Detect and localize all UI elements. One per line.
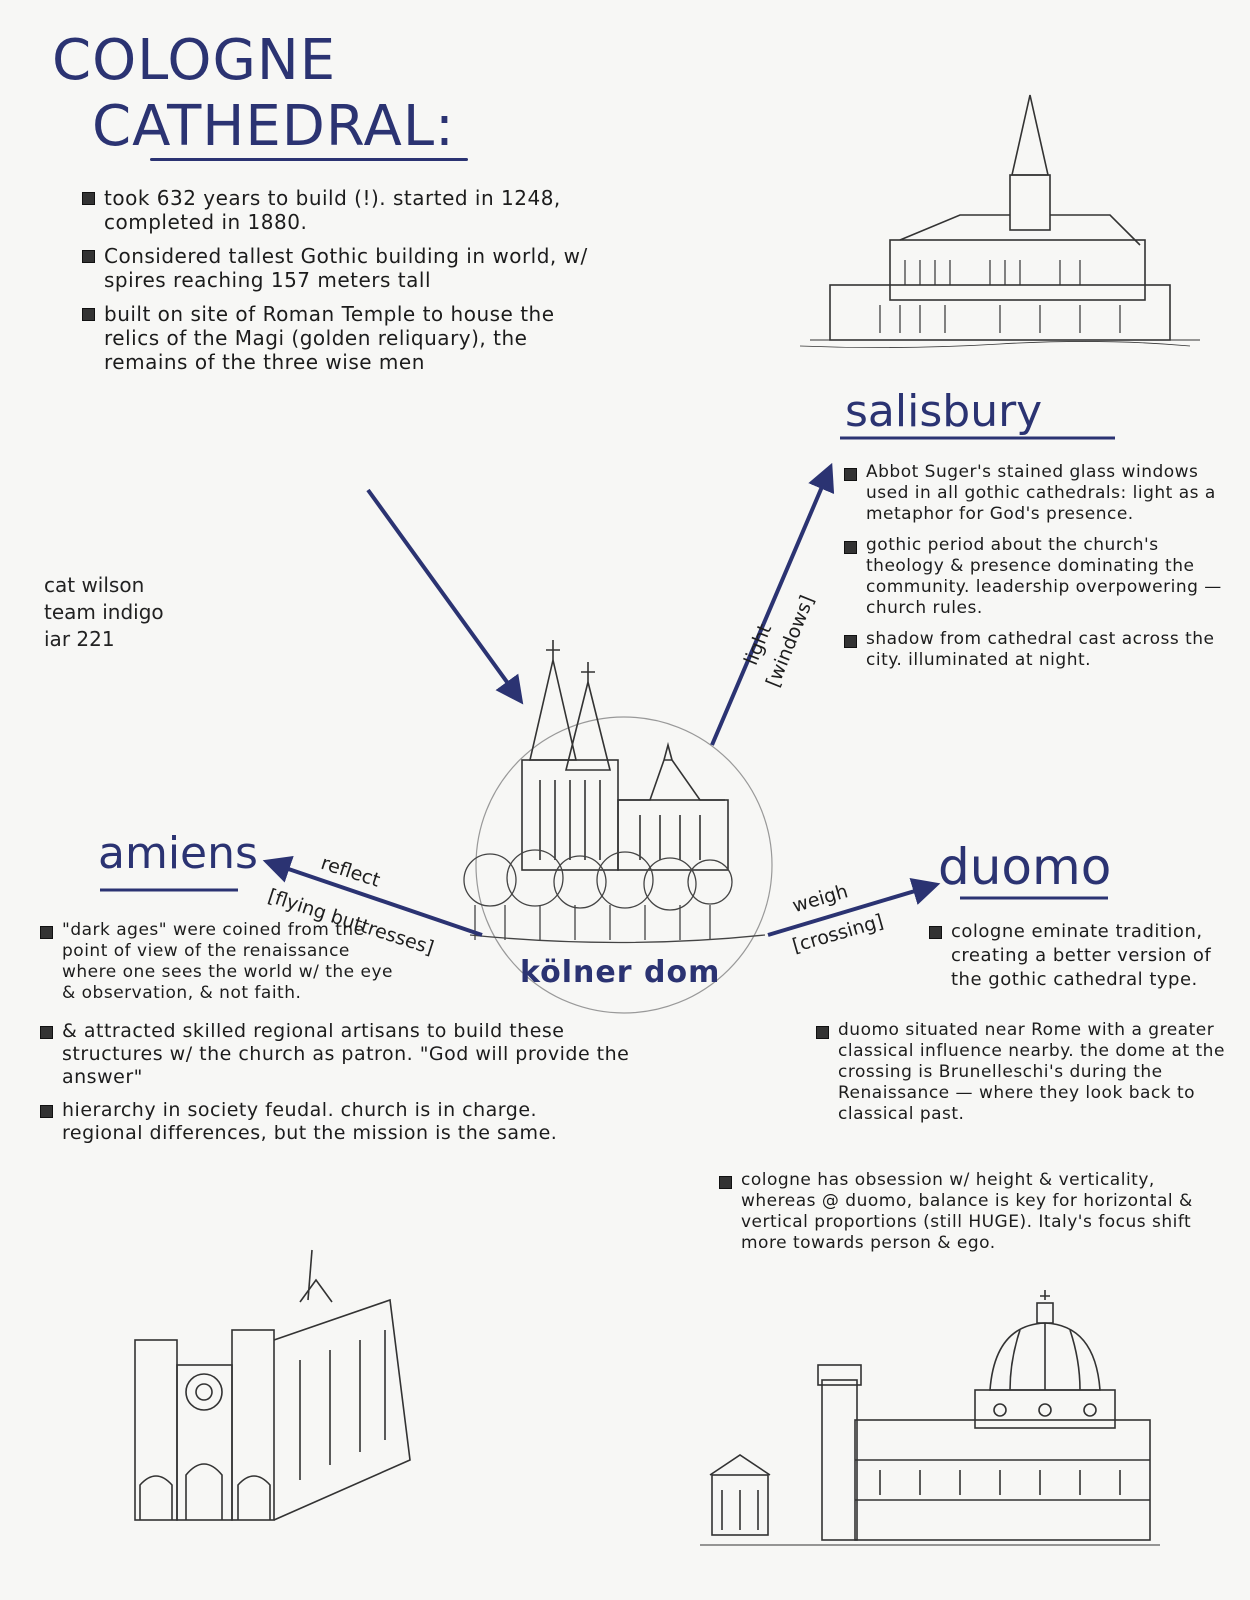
amiens-notes: "dark ages" were coined from the point o… <box>36 920 656 1155</box>
amiens-note: "dark ages" were coined from the point o… <box>36 920 402 1004</box>
duomo-note: cologne has obsession w/ height & vertic… <box>715 1170 1235 1254</box>
intro-notes: took 632 years to build (!). started in … <box>78 186 588 384</box>
author-name: cat wilson <box>44 573 145 597</box>
intro-note: built on site of Roman Temple to house t… <box>78 302 588 374</box>
florence-duomo-sketch <box>700 1290 1160 1546</box>
title-line-1: COLOGNE <box>52 28 337 93</box>
arrow-intro-to-center <box>366 488 524 705</box>
author-team: team indigo <box>44 600 164 624</box>
author-course: iar 221 <box>44 627 115 651</box>
salisbury-notes: Abbot Suger's stained glass windows used… <box>840 462 1235 681</box>
node-label-amiens: amiens <box>98 828 258 879</box>
duomo-note: cologne eminate tradition, creating a be… <box>925 920 1225 992</box>
duomo-notes-c: cologne has obsession w/ height & vertic… <box>715 1170 1235 1264</box>
title-line-2: CATHEDRAL: <box>92 94 455 159</box>
salisbury-cathedral-sketch <box>799 94 1200 348</box>
arrow-center-to-amiens <box>262 855 483 937</box>
arrow-center-to-salisbury <box>710 462 835 746</box>
intro-note: Considered tallest Gothic building in wo… <box>78 244 588 292</box>
arrow-center-to-duomo <box>767 878 941 937</box>
amiens-note: hierarchy in society feudal. church is i… <box>36 1099 622 1145</box>
duomo-notes-b: duomo situated near Rome with a greater … <box>812 1020 1227 1135</box>
diagram-arrows <box>262 462 941 937</box>
cologne-cathedral-sketch <box>463 640 773 1014</box>
author-signature: cat wilson team indigo iar 221 <box>44 572 164 653</box>
salisbury-note: gothic period about the church's theolog… <box>840 535 1235 619</box>
page-title: COLOGNE CATHEDRAL: <box>52 28 455 160</box>
title-underline <box>150 158 468 161</box>
node-label-salisbury: salisbury <box>845 386 1043 437</box>
salisbury-note: Abbot Suger's stained glass windows used… <box>840 462 1235 525</box>
center-label: kölner dom <box>520 955 721 990</box>
amiens-cathedral-sketch <box>134 1249 411 1521</box>
salisbury-note: shadow from cathedral cast across the ci… <box>840 629 1235 671</box>
duomo-note: duomo situated near Rome with a greater … <box>812 1020 1227 1125</box>
node-label-duomo: duomo <box>938 838 1112 896</box>
intro-note: took 632 years to build (!). started in … <box>78 186 588 234</box>
duomo-notes-a: cologne eminate tradition, creating a be… <box>925 920 1225 1002</box>
amiens-note: & attracted skilled regional artisans to… <box>36 1020 656 1089</box>
